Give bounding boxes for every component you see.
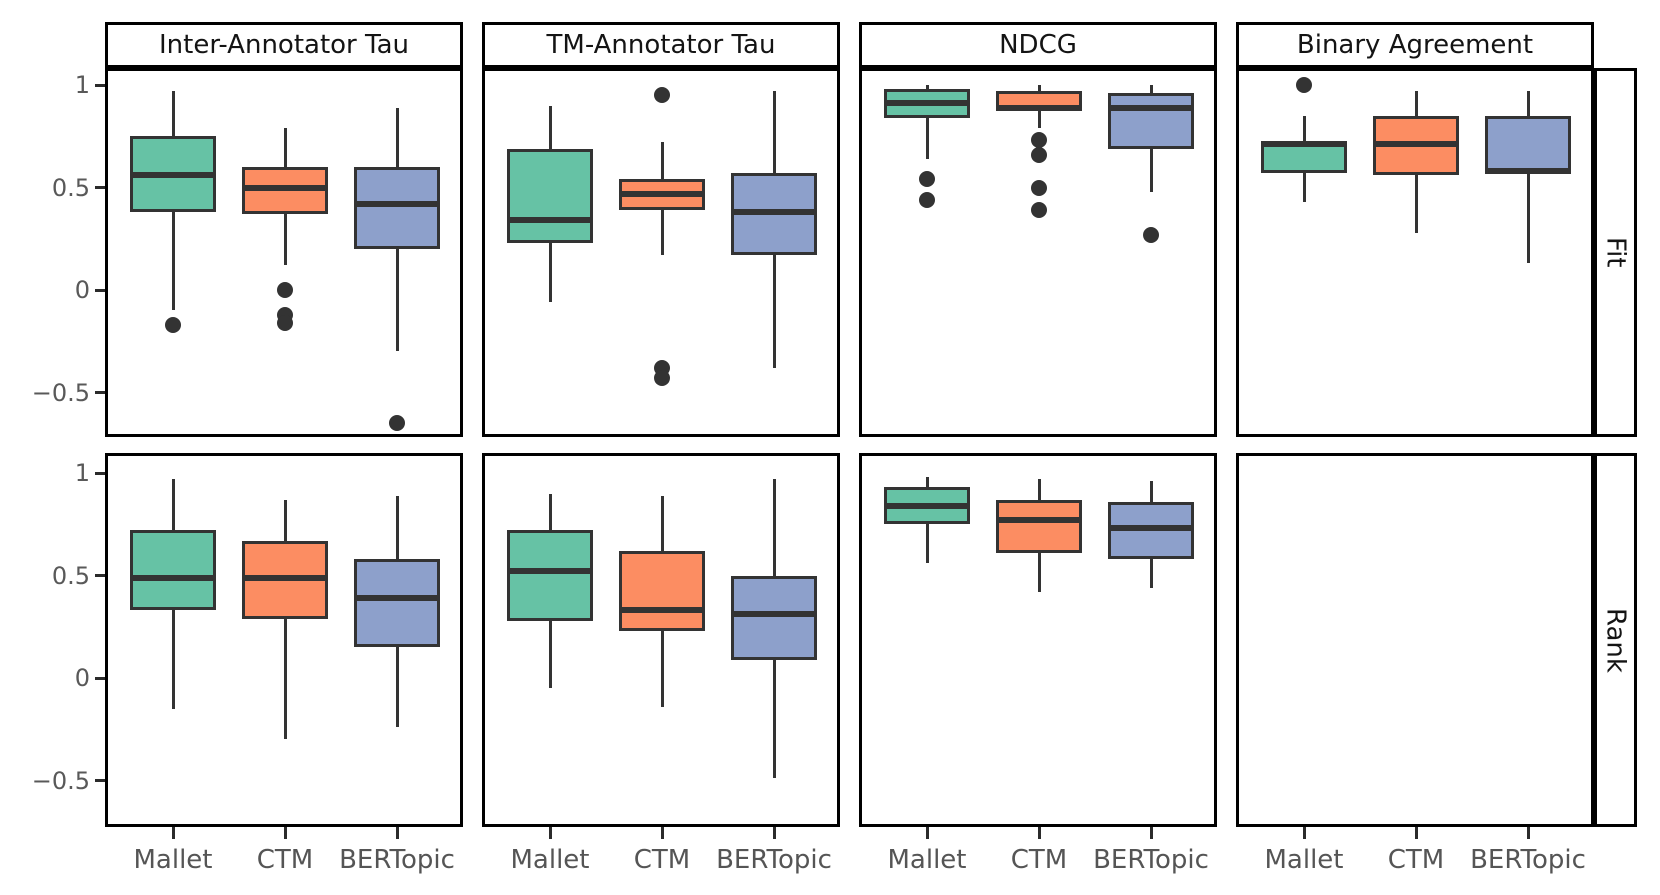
outlier-dot-ndcg-fit-ctm	[1031, 202, 1047, 219]
box-tm-annotator-tau-fit-mallet	[507, 148, 593, 243]
median-line-inter-annotator-tau-fit-mallet	[130, 172, 216, 179]
median-line-tm-annotator-tau-rank-mallet	[507, 568, 593, 575]
median-line-inter-annotator-tau-fit-ctm	[242, 184, 328, 191]
facet-column-strip-2: TM-Annotator Tau	[482, 22, 840, 68]
median-line-binary-agreement-fit-bertopic	[1485, 168, 1571, 175]
x-tick-mark	[1037, 827, 1041, 839]
box-ndcg-fit-bertopic	[1108, 93, 1194, 149]
x-tick-mark	[283, 827, 287, 839]
facet-column-strip-1: Inter-Annotator Tau	[105, 22, 463, 68]
x-tick-label-mallet: Mallet	[133, 845, 213, 875]
x-tick-mark	[171, 827, 175, 839]
y-tick-mark	[95, 288, 105, 292]
median-line-inter-annotator-tau-rank-ctm	[242, 574, 328, 581]
x-tick-mark	[660, 827, 664, 839]
median-line-inter-annotator-tau-rank-mallet	[130, 574, 216, 581]
box-binary-agreement-fit-bertopic	[1485, 115, 1571, 174]
x-tick-label-bertopic: BERTopic	[1470, 845, 1586, 875]
facet-column-strip-3: NDCG	[859, 22, 1217, 68]
y-tick-mark	[95, 471, 105, 475]
box-inter-annotator-tau-rank-mallet	[130, 530, 216, 611]
median-line-tm-annotator-tau-fit-ctm	[619, 190, 705, 197]
panel-binary-agreement-rank	[1236, 453, 1594, 827]
median-line-ndcg-fit-ctm	[996, 104, 1082, 111]
x-tick-label-ctm: CTM	[256, 845, 314, 875]
outlier-dot-inter-annotator-tau-fit-ctm	[277, 314, 293, 331]
y-tick-label: 1	[74, 71, 90, 99]
x-tick-mark	[1526, 827, 1530, 839]
median-line-ndcg-rank-bertopic	[1108, 525, 1194, 532]
x-tick-label-ctm: CTM	[1387, 845, 1445, 875]
outlier-dot-tm-annotator-tau-fit-ctm	[654, 370, 670, 387]
y-tick-mark	[95, 574, 105, 577]
x-tick-mark	[395, 827, 399, 839]
y-tick-mark	[95, 779, 105, 782]
outlier-dot-inter-annotator-tau-fit-bertopic	[389, 415, 405, 432]
outlier-dot-inter-annotator-tau-fit-ctm	[277, 282, 293, 298]
x-tick-label-bertopic: BERTopic	[1093, 845, 1209, 875]
box-inter-annotator-tau-fit-ctm	[242, 167, 328, 215]
y-tick-label: −0.5	[31, 378, 90, 407]
median-line-tm-annotator-tau-fit-bertopic	[731, 209, 817, 216]
median-line-ndcg-rank-ctm	[996, 517, 1082, 524]
x-tick-label-mallet: Mallet	[887, 845, 967, 875]
y-tick-label: 0	[74, 276, 90, 304]
median-line-tm-annotator-tau-fit-mallet	[507, 217, 593, 224]
facet-row-strip-rank: Rank	[1594, 453, 1637, 827]
outlier-dot-ndcg-fit-bertopic	[1143, 226, 1159, 243]
outlier-dot-ndcg-fit-ctm	[1031, 146, 1047, 163]
x-tick-label-ctm: CTM	[1010, 845, 1068, 875]
median-line-binary-agreement-fit-mallet	[1261, 141, 1347, 148]
y-tick-label: 0	[74, 664, 90, 692]
outlier-dot-ndcg-fit-mallet	[919, 171, 935, 188]
y-tick-mark	[95, 186, 105, 189]
box-tm-annotator-tau-rank-ctm	[619, 550, 705, 631]
box-tm-annotator-tau-rank-mallet	[507, 530, 593, 621]
x-tick-mark	[1149, 827, 1153, 839]
outlier-dot-ndcg-fit-ctm	[1031, 179, 1047, 196]
y-tick-label: 1	[74, 459, 90, 487]
box-tm-annotator-tau-rank-bertopic	[731, 575, 817, 660]
x-tick-label-mallet: Mallet	[510, 845, 590, 875]
median-line-inter-annotator-tau-rank-bertopic	[354, 595, 440, 602]
y-tick-mark	[95, 391, 105, 394]
median-line-ndcg-fit-bertopic	[1108, 104, 1194, 111]
y-tick-label: 0.5	[51, 173, 90, 202]
facet-column-strip-4: Binary Agreement	[1236, 22, 1594, 68]
outlier-dot-ndcg-fit-mallet	[919, 191, 935, 208]
x-tick-label-bertopic: BERTopic	[339, 845, 455, 875]
median-line-tm-annotator-tau-rank-bertopic	[731, 611, 817, 618]
outlier-dot-binary-agreement-fit-mallet	[1296, 77, 1312, 93]
y-tick-label: 0.5	[51, 561, 90, 590]
outlier-dot-tm-annotator-tau-fit-ctm	[654, 87, 670, 104]
median-line-binary-agreement-fit-ctm	[1373, 141, 1459, 148]
x-tick-mark	[548, 827, 552, 839]
median-line-inter-annotator-tau-fit-bertopic	[354, 200, 440, 207]
x-tick-label-bertopic: BERTopic	[716, 845, 832, 875]
box-ndcg-rank-ctm	[996, 499, 1082, 553]
y-tick-mark	[95, 676, 105, 680]
whisker-inter-annotator-tau-rank-ctm	[283, 499, 287, 740]
x-tick-mark	[1302, 827, 1306, 839]
y-tick-mark	[95, 83, 105, 87]
median-line-ndcg-fit-mallet	[884, 100, 970, 107]
median-line-tm-annotator-tau-rank-ctm	[619, 607, 705, 614]
x-tick-label-ctm: CTM	[633, 845, 691, 875]
x-tick-label-mallet: Mallet	[1264, 845, 1344, 875]
x-tick-mark	[925, 827, 929, 839]
y-tick-label: −0.5	[31, 766, 90, 795]
box-inter-annotator-tau-fit-bertopic	[354, 167, 440, 249]
outlier-dot-inter-annotator-tau-fit-mallet	[165, 316, 181, 333]
whisker-binary-agreement-fit-bertopic	[1526, 91, 1530, 264]
x-tick-mark	[1414, 827, 1418, 839]
whisker-ndcg-fit-mallet	[925, 85, 929, 159]
outlier-dot-ndcg-fit-ctm	[1031, 132, 1047, 149]
median-line-ndcg-rank-mallet	[884, 502, 970, 509]
facet-row-strip-fit: Fit	[1594, 68, 1637, 437]
box-inter-annotator-tau-rank-bertopic	[354, 559, 440, 648]
x-tick-mark	[772, 827, 776, 839]
